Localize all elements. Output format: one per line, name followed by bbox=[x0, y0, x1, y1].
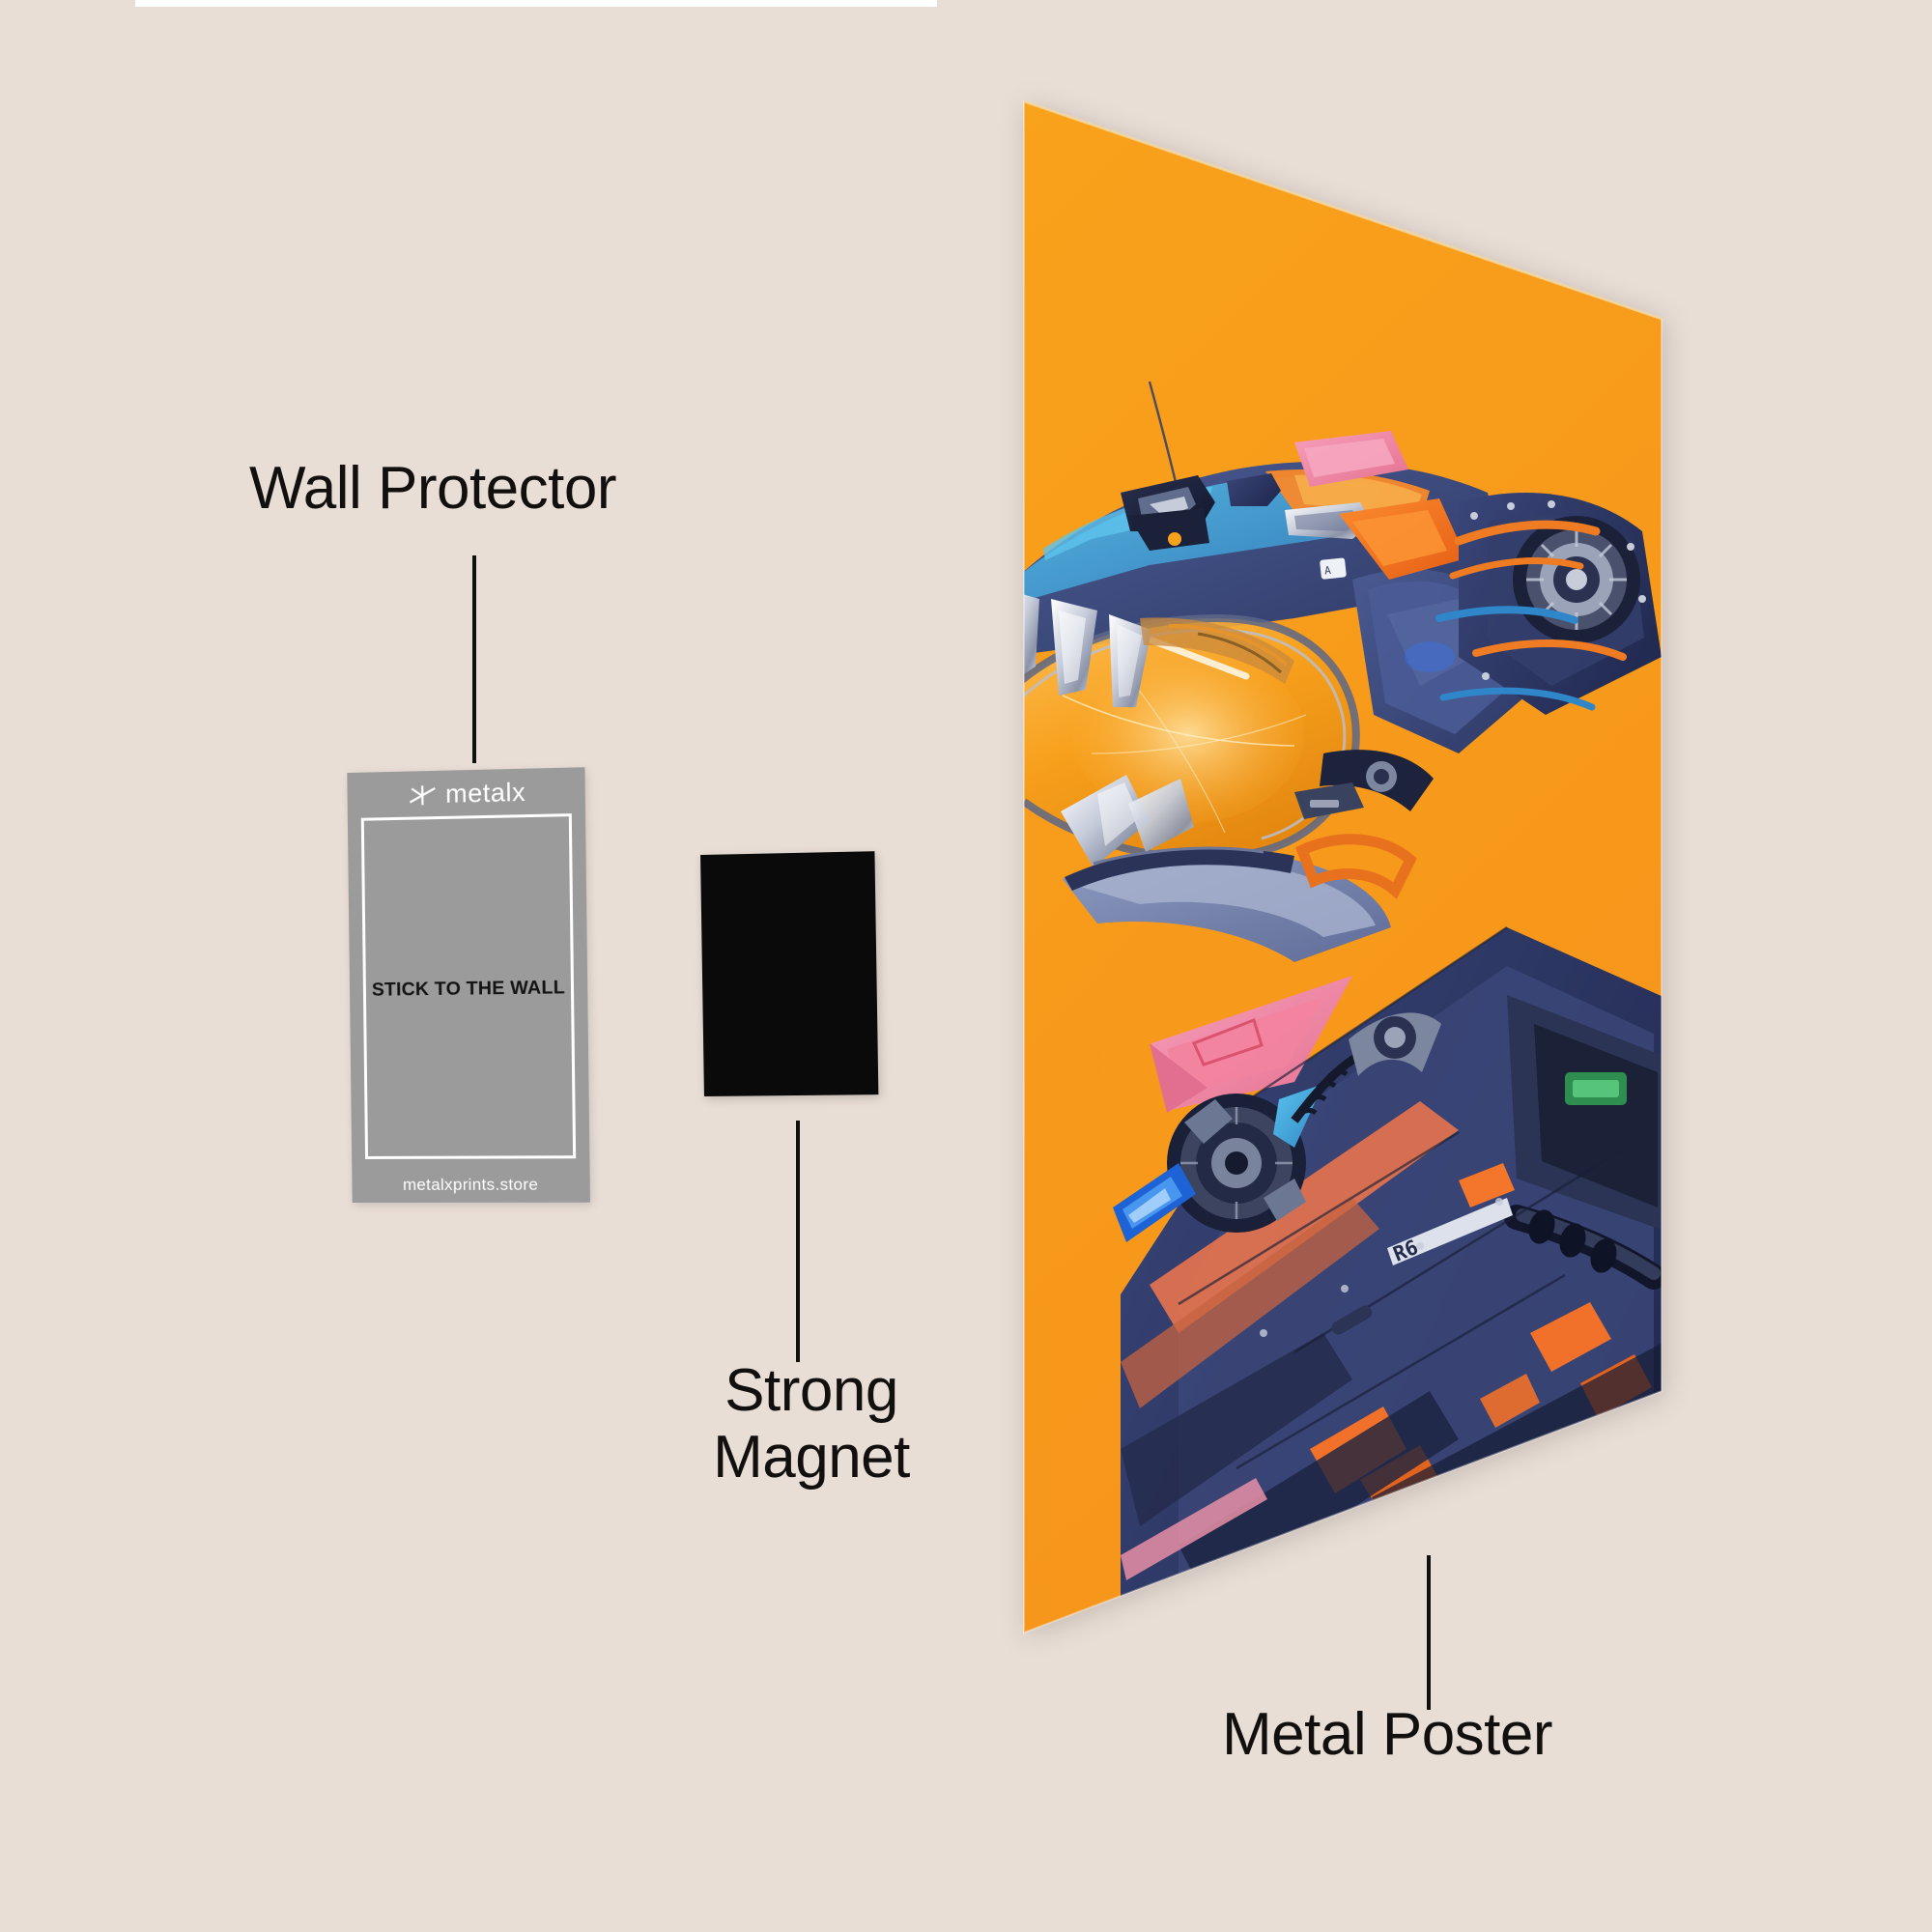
leader-line-metal-poster bbox=[1427, 1555, 1431, 1710]
wall-protector-headline: STICK TO THE WALL bbox=[371, 977, 566, 1001]
callout-label-metal-poster: Metal Poster bbox=[1222, 1701, 1553, 1768]
metal-poster-artwork: A bbox=[1005, 77, 1681, 1671]
leader-line-strong-magnet bbox=[796, 1121, 800, 1362]
metalx-wordmark: metalx bbox=[444, 777, 526, 809]
callout-label-wall-protector: Wall Protector bbox=[249, 455, 617, 522]
svg-text:A: A bbox=[1324, 564, 1332, 578]
wall-protector-sheet: metalx STICK TO THE WALL metalxprints.st… bbox=[347, 767, 590, 1204]
callout-label-strong-magnet-line2: Magnet bbox=[713, 1424, 910, 1492]
callout-label-strong-magnet: Strong Magnet bbox=[691, 1357, 932, 1492]
strong-magnet-square bbox=[700, 851, 879, 1096]
leader-line-wall-protector bbox=[472, 555, 476, 763]
callout-label-strong-magnet-line1: Strong bbox=[724, 1357, 898, 1424]
metalx-cross-icon bbox=[406, 781, 439, 808]
metalx-logo: metalx bbox=[347, 776, 585, 811]
wall-protector-url: metalxprints.store bbox=[402, 1175, 539, 1194]
top-white-strip bbox=[135, 0, 937, 7]
